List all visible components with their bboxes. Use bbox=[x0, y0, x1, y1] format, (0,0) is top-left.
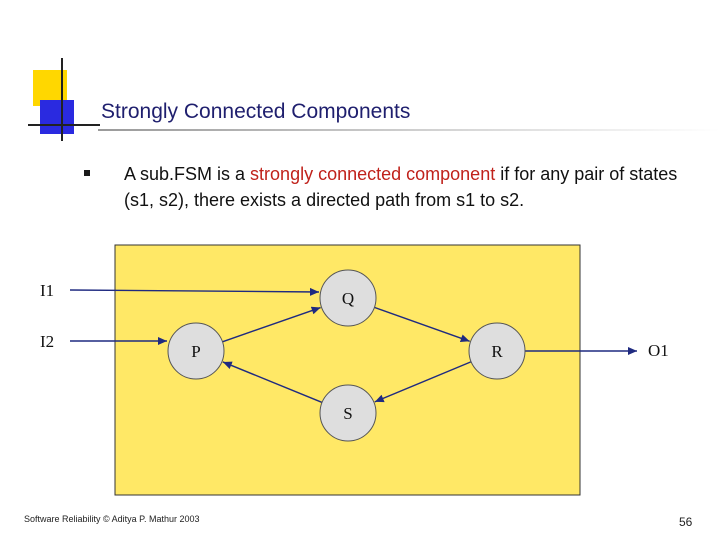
footer-text: Software Reliability © Aditya P. Mathur … bbox=[24, 514, 200, 524]
edge-q-to-r bbox=[374, 306, 470, 343]
state-circle-s bbox=[319, 384, 377, 442]
bullet-text: A sub.FSM is a strongly connected compon… bbox=[124, 161, 704, 213]
input-label-i1: I1 bbox=[40, 281, 54, 300]
decor-vertical-line bbox=[61, 58, 63, 141]
bullet-marker bbox=[84, 170, 90, 176]
state-node-s: S bbox=[319, 384, 377, 442]
decor-square-blue bbox=[40, 100, 74, 134]
edge-r-to-s bbox=[374, 361, 472, 403]
bullet-text-before: A sub.FSM is a bbox=[124, 164, 251, 184]
state-label-q: Q bbox=[342, 289, 354, 308]
bullet-text-after: if for any pair of states (s1, s2), ther… bbox=[124, 164, 678, 210]
slide-title: Strongly Connected Components bbox=[101, 100, 411, 123]
state-circle-p bbox=[167, 322, 225, 380]
state-circle-r bbox=[468, 322, 526, 380]
page-number: 56 bbox=[679, 515, 693, 529]
title-underline bbox=[98, 129, 720, 131]
input-label-i2: I2 bbox=[40, 332, 54, 351]
edge-p-to-q bbox=[222, 306, 321, 343]
input-arrow-i1 bbox=[69, 287, 320, 296]
state-node-q: Q bbox=[319, 269, 377, 327]
edge-s-to-p bbox=[222, 361, 323, 404]
state-node-p: P bbox=[167, 322, 225, 380]
state-label-p: P bbox=[191, 342, 200, 361]
bullet-text-highlight: strongly connected component bbox=[250, 164, 496, 184]
state-node-r: R bbox=[468, 322, 526, 380]
decor-horizontal-line bbox=[28, 124, 100, 126]
state-circle-q bbox=[319, 269, 377, 327]
state-label-s: S bbox=[343, 404, 352, 423]
output-label-o1: O1 bbox=[648, 341, 669, 360]
state-label-r: R bbox=[491, 342, 503, 361]
